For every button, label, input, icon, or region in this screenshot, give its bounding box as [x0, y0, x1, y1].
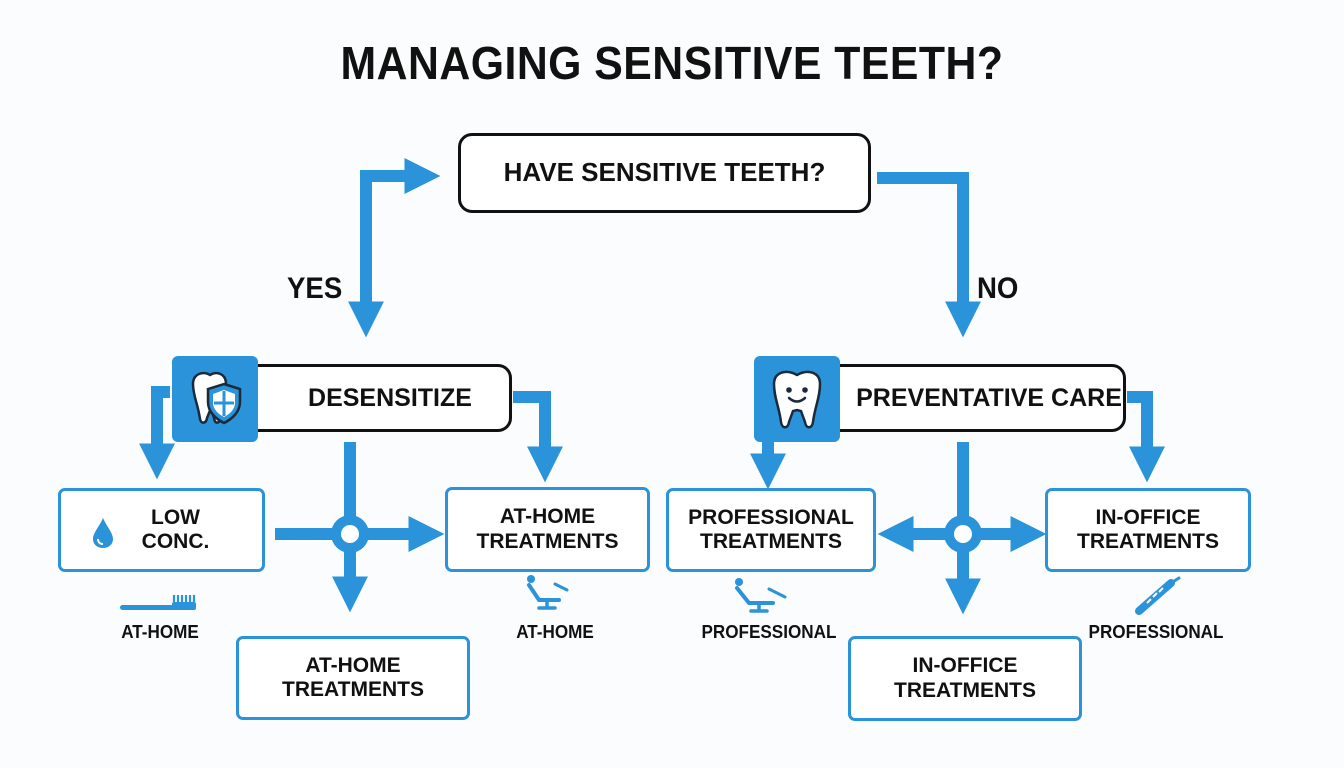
prevent-right-arrow [1127, 391, 1165, 483]
in-office-bottom-line1: IN-OFFICE [912, 654, 1018, 678]
at-home-bottom-line1: AT-HOME [305, 653, 401, 677]
yes-arrow-up [360, 158, 441, 305]
in-office-treatments-box-bottom: IN-OFFICE TREATMENTS [848, 636, 1082, 721]
at-home-right-line2: TREATMENTS [476, 529, 619, 553]
low-conc-line2: CONC. [141, 530, 210, 553]
at-home-treatments-box-right: AT-HOME TREATMENTS [445, 487, 650, 572]
dental-chair-icon [527, 575, 569, 610]
desensitize-left-arrow [139, 386, 175, 480]
in-office-right-line1: IN-OFFICE [1095, 505, 1201, 529]
professional-treatments-box: PROFESSIONAL TREATMENTS [666, 488, 876, 572]
preventative-care-label: PREVENTATIVE CARE [856, 383, 1122, 412]
in-office-bottom-line2: TREATMENTS [894, 678, 1036, 702]
question-text: HAVE SENSITIVE TEETH? [503, 157, 826, 188]
at-home-treatments-box-bottom: AT-HOME TREATMENTS [236, 636, 470, 720]
tooth-shield-tile [172, 356, 258, 442]
tooth-shield-icon [191, 371, 242, 425]
no-label: NO [977, 272, 1019, 305]
professional-caption-left: PROFESSIONAL [701, 622, 837, 642]
preventative-care-box: PREVENTATIVE CARE [812, 364, 1126, 432]
page-title: MANAGING SENSITIVE TEETH? [340, 37, 1004, 89]
question-box: HAVE SENSITIVE TEETH? [458, 133, 871, 213]
water-drop-icon [93, 518, 113, 548]
professional-line1: PROFESSIONAL [688, 505, 854, 529]
toothbrush-icon [120, 595, 196, 610]
professional-caption-right: PROFESSIONAL [1088, 622, 1224, 642]
at-home-caption-left: AT-HOME [121, 622, 199, 642]
in-office-right-line2: TREATMENTS [1077, 530, 1219, 553]
at-home-bottom-line2: TREATMENTS [282, 678, 424, 701]
in-office-treatments-box-right: IN-OFFICE TREATMENTS [1045, 488, 1251, 572]
dental-tool-icon [1135, 576, 1181, 615]
low-conc-box: LOW CONC. [58, 488, 265, 572]
dental-chair-icon [735, 578, 787, 613]
smiling-tooth-icon [772, 370, 822, 429]
desensitize-box: DESENSITIZE [232, 364, 512, 432]
at-home-caption-right: AT-HOME [516, 622, 594, 642]
no-arrow [877, 172, 981, 338]
desensitize-right-arrow [513, 391, 563, 483]
smiling-tooth-tile [754, 356, 840, 442]
desensitize-label: DESENSITIZE [308, 383, 472, 412]
low-conc-line1: LOW [151, 505, 200, 529]
at-home-right-line1: AT-HOME [499, 505, 596, 529]
professional-line2: TREATMENTS [700, 530, 842, 553]
yes-label: YES [287, 272, 343, 305]
